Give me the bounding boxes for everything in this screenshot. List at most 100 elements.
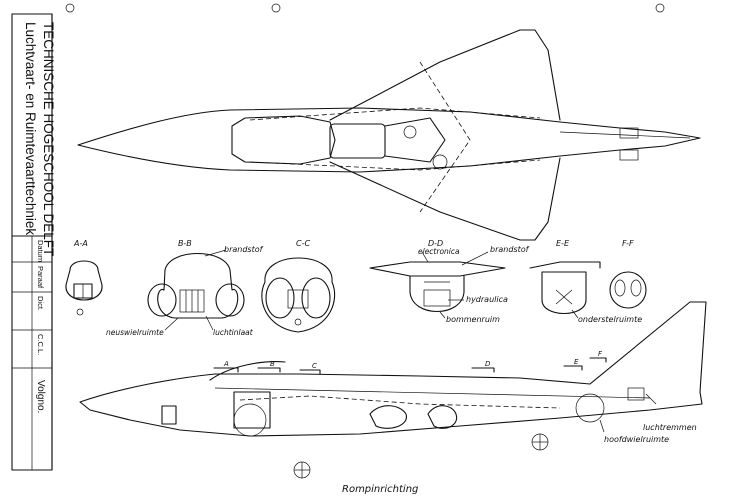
- section-cc-duct-left: [265, 277, 295, 319]
- label-electronica: electronica: [418, 247, 460, 256]
- section-ee: [529, 261, 601, 314]
- punch-hole: [65, 3, 75, 13]
- section-aa-wheel: [76, 308, 84, 316]
- internal-dashed-line: [249, 107, 541, 121]
- section-dd-bomb-bay: [423, 289, 451, 307]
- engine-bay: [329, 123, 386, 159]
- airbrake: [627, 387, 645, 401]
- leader-line: [205, 315, 214, 331]
- leader-line: [204, 249, 227, 257]
- punch-hole: [271, 3, 281, 13]
- side-internal-dashed: [239, 395, 561, 409]
- department-name: Luchtvaart- en Ruimtevaarttechniek: [23, 22, 38, 235]
- label-luchtinlaat: luchtinlaat: [213, 328, 254, 337]
- section-label-aa: A-A: [73, 239, 88, 248]
- intake-fairing: [369, 405, 407, 429]
- marker-c: C: [312, 362, 317, 370]
- section-dd: [369, 261, 506, 312]
- engine-aft: [384, 117, 446, 163]
- internal-dashed-line: [249, 159, 541, 171]
- section-aa: [65, 260, 103, 316]
- side-centerline: [214, 387, 651, 399]
- fuselage-side-outline: [79, 301, 707, 437]
- label-hydraulica: hydraulica: [466, 295, 508, 304]
- leader-line: [599, 419, 605, 433]
- plan-view: [77, 29, 701, 241]
- tail-detail: [619, 127, 639, 139]
- canopy: [209, 361, 286, 381]
- section-bb: [147, 253, 245, 319]
- leader-line: [571, 309, 579, 319]
- leader-line: [645, 393, 657, 405]
- side-view: [79, 301, 707, 437]
- label-neuswielruimte: neuswielruimte: [106, 328, 164, 337]
- section-aa-outline: [65, 260, 103, 301]
- wing-upper: [329, 29, 561, 121]
- section-label-dd: D-D: [428, 239, 443, 248]
- section-cc-bay: [287, 289, 309, 309]
- field-paraaf: Paraaf: [36, 266, 45, 289]
- label-onderstelruimte: onderstelruimte: [578, 315, 642, 324]
- nose-wheel-bay: [161, 405, 177, 425]
- section-label-bb: B-B: [178, 239, 192, 248]
- field-ccl: C.C.L.: [36, 334, 45, 355]
- label-brandstof-bb: brandstof: [224, 245, 264, 254]
- main-wheel: [575, 393, 605, 423]
- fitting-circle: [403, 125, 417, 139]
- fitting-circle: [432, 154, 448, 170]
- fuselage-plan-outline: [77, 107, 701, 173]
- marker-a-line: [213, 367, 239, 373]
- section-label-ee: E-E: [556, 239, 570, 248]
- tail-detail: [619, 149, 639, 161]
- wing-lower: [329, 157, 561, 241]
- section-ff: [609, 271, 647, 309]
- nose-wheel: [233, 403, 267, 437]
- section-cc-duct-right: [301, 277, 331, 319]
- label-hoofdwielruimte: hoofdwielruimte: [604, 435, 669, 444]
- institution-name: TECHNISCHE HOGESCHOOL DELFT: [41, 22, 56, 256]
- section-bb-outline: [157, 253, 239, 319]
- marker-e-line: [563, 365, 583, 371]
- marker-b: B: [270, 360, 275, 368]
- label-brandstof-dd: brandstof: [490, 245, 530, 254]
- section-label-cc: C-C: [296, 239, 310, 248]
- section-dd-wing: [369, 261, 506, 277]
- marker-f: F: [598, 350, 603, 358]
- section-ff-detail: [614, 279, 626, 297]
- section-bb-intake-right: [215, 283, 245, 317]
- section-ff-outline: [609, 271, 647, 309]
- marker-d-line: [471, 367, 495, 373]
- section-ee-body: [541, 271, 587, 314]
- section-ff-detail: [630, 279, 642, 297]
- drawing-caption: Rompinrichting: [342, 484, 418, 495]
- internal-dashed-line: [419, 61, 471, 213]
- leader-line: [421, 251, 429, 263]
- section-ee-wing: [529, 261, 601, 269]
- section-cc: [261, 257, 336, 333]
- leader-line: [164, 317, 179, 331]
- marker-c-line: [299, 369, 321, 375]
- label-luchtremmen: luchtremmen: [643, 423, 697, 432]
- centerline: [559, 131, 691, 139]
- section-cc-wheel: [294, 318, 302, 326]
- marker-b-line: [257, 367, 281, 373]
- marker-e: E: [574, 358, 579, 366]
- section-ee-line: [555, 289, 573, 305]
- marker-d: D: [485, 360, 491, 368]
- leader-line: [461, 251, 489, 266]
- marker-a: A: [223, 360, 229, 368]
- cockpit-bay: [233, 391, 271, 429]
- intake-outline: [231, 115, 336, 165]
- section-cc-outline: [261, 257, 336, 333]
- section-markers: A B C D E F: [213, 350, 607, 375]
- punch-hole: [655, 3, 665, 13]
- section-bb-intake-left: [147, 283, 177, 317]
- field-dict: Dict.: [36, 296, 45, 311]
- section-label-ff: F-F: [622, 239, 634, 248]
- field-volgno: Volgno.: [35, 380, 46, 413]
- marker-f-line: [589, 357, 607, 363]
- label-bommenruim: bommenruim: [446, 315, 500, 324]
- field-datum: Datum: [36, 240, 45, 262]
- title-block: TECHNISCHE HOGESCHOOL DELFT Luchtvaart- …: [11, 13, 56, 471]
